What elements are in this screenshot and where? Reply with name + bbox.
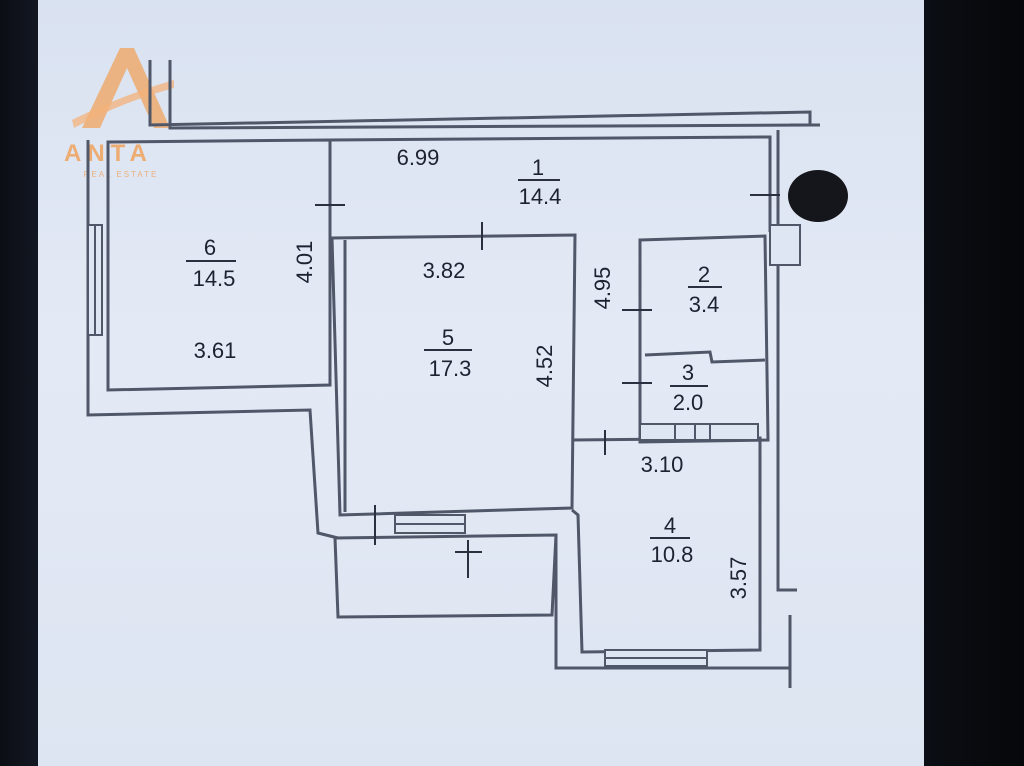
room-3-area: 2.0 [673,390,704,415]
monitor-bezel-left [0,0,38,766]
walls [86,60,820,688]
dimension-room1-length: 6.99 [397,145,440,170]
room-4: 4 10.8 [650,513,693,567]
room-6-number: 6 [204,235,216,260]
room-5-area: 17.3 [429,356,472,381]
room-5: 5 17.3 [424,325,472,381]
room-2: 2 3.4 [688,262,722,317]
room-1-area: 14.4 [519,184,562,209]
dimension-room5-width: 3.82 [423,258,466,283]
room-6-area: 14.5 [193,266,236,291]
logo-name: ANTA [64,140,153,167]
dimension-room6-width: 3.61 [194,338,237,363]
logo-subtitle: REAL ESTATE [83,170,159,179]
dimension-room2-height: 4.95 [590,267,615,310]
room-2-area: 3.4 [689,292,720,317]
dimension-ticks [315,194,780,578]
windows [87,224,801,667]
dimension-room6-height: 4.01 [292,241,317,284]
room-2-number: 2 [698,262,710,287]
room-6: 6 14.5 [186,235,236,291]
dimension-room4-width: 3.10 [641,452,684,477]
room-3-number: 3 [682,360,694,385]
room-5-number: 5 [442,325,454,350]
room-1-number: 1 [532,155,544,180]
room-4-number: 4 [664,513,676,538]
dimension-room4-height: 3.57 [726,557,751,600]
room-4-area: 10.8 [651,542,694,567]
ink-blot [788,170,848,222]
room-1: 1 14.4 [518,155,561,209]
dimension-room5-height: 4.52 [532,345,557,388]
monitor-bezel-right [924,0,1024,766]
room-3: 3 2.0 [670,360,708,415]
